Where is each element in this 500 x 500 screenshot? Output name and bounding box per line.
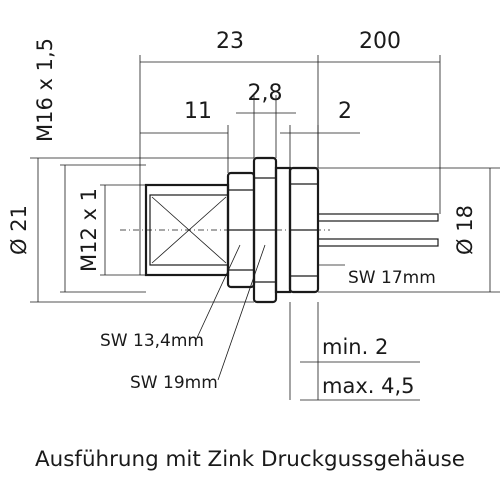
dim-max-4-5: max. 4,5 [322,374,415,398]
label-sw13-4: SW 13,4mm [100,331,204,351]
wire-upper [317,213,439,222]
caption: Ausführung mit Zink Druckgussgehäuse [35,447,465,471]
connector-body [120,156,439,304]
top-dimension-lines [139,55,441,214]
dim-2-8: 2,8 [248,81,283,106]
dim-m12: M12 x 1 [77,188,101,272]
label-sw19: SW 19mm [130,373,218,393]
left-dimension-lines [30,157,254,303]
label-sw17: SW 17mm [348,268,436,288]
dimension-labels: 23 200 11 2,8 2 M16 x 1,5 Ø 21 M12 x 1 Ø… [7,29,477,398]
dim-2: 2 [338,99,352,124]
right-dimension-lines [289,167,500,401]
dim-200: 200 [359,29,401,54]
dim-min-2: min. 2 [322,335,388,359]
dim-23: 23 [216,29,244,54]
dim-11: 11 [184,99,212,124]
leader-lines [195,244,266,381]
dim-m16: M16 x 1,5 [33,38,57,142]
dim-d21: Ø 21 [7,205,31,255]
dim-d18: Ø 18 [453,205,477,255]
wire-lower [317,238,439,247]
